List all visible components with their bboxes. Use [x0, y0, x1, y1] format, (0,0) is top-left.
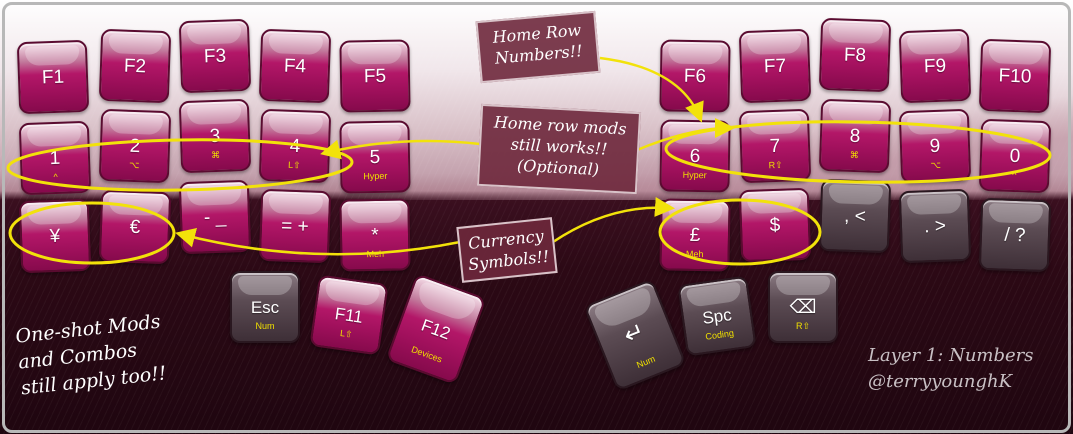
key-3[interactable]: 3⌘: [178, 98, 252, 174]
key-2[interactable]: 2⌥: [98, 108, 172, 184]
key-period[interactable]: . >: [898, 188, 972, 264]
key-f5[interactable]: F5: [339, 39, 411, 113]
key-f2[interactable]: F2: [98, 28, 172, 104]
note-home-row-mods: Home row mods still works!! (Optional): [476, 103, 642, 195]
key-8[interactable]: 8⌘: [818, 98, 892, 174]
note-currency-symbols: Currency Symbols!!: [456, 217, 558, 283]
layer-title: Layer 1: Numbers: [868, 345, 1034, 366]
key-equals[interactable]: = +: [258, 188, 332, 264]
key-f6[interactable]: F6: [659, 39, 731, 113]
key-0[interactable]: 0^: [978, 118, 1052, 194]
key-9[interactable]: 9⌥: [898, 108, 972, 184]
key-f4[interactable]: F4: [258, 28, 332, 104]
key-f7[interactable]: F7: [738, 28, 812, 104]
backspace-icon: ⌫: [789, 297, 817, 318]
one-shot-mods-note: One-shot Mods and Combos still apply too…: [14, 310, 168, 400]
key-f10[interactable]: F10: [978, 38, 1052, 114]
key-comma[interactable]: , <: [818, 178, 892, 254]
key-minus[interactable]: - _: [178, 179, 252, 255]
key-f1[interactable]: F1: [16, 39, 90, 115]
key-enter[interactable]: ↵Num: [583, 278, 687, 392]
note-home-row-numbers: Home Row Numbers!!: [475, 10, 601, 84]
key-pound[interactable]: £Meh: [659, 198, 731, 272]
key-1[interactable]: 1^: [18, 120, 92, 196]
author-credit: @terryyounghK: [868, 371, 1013, 392]
arrow-currency-right: [552, 197, 675, 244]
key-backspace[interactable]: ⌫R⇧: [768, 271, 838, 343]
key-dollar[interactable]: $: [738, 187, 812, 263]
key-f3[interactable]: F3: [178, 18, 252, 94]
key-slash[interactable]: / ?: [978, 197, 1052, 273]
key-asterisk[interactable]: *Meh: [339, 198, 411, 272]
key-f9[interactable]: F9: [898, 28, 972, 104]
key-yen[interactable]: ¥: [18, 198, 92, 274]
key-f8[interactable]: F8: [818, 17, 892, 93]
key-euro[interactable]: €: [98, 189, 172, 265]
